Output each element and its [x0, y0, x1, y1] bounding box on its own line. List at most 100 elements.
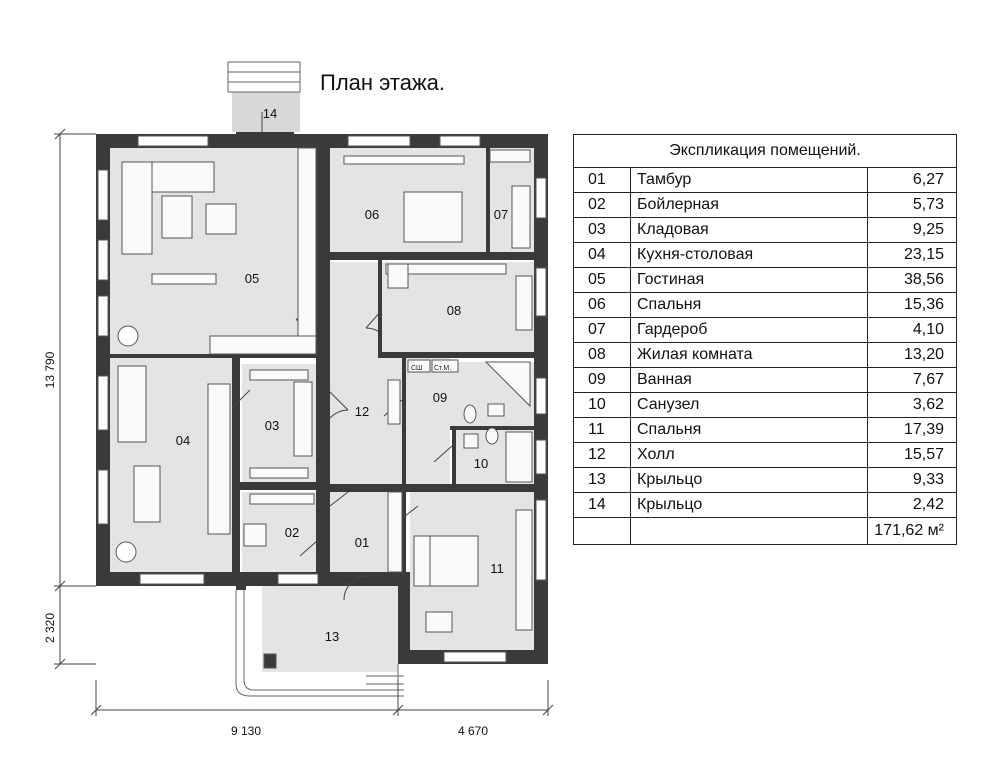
room-area: 3,62: [867, 392, 957, 418]
interior-walls: [110, 132, 534, 578]
room-area: 9,33: [867, 467, 957, 493]
armchair: [205, 203, 237, 235]
toilet: [463, 404, 477, 424]
dim-width-left: 9 130: [231, 724, 261, 738]
room-number: 06: [573, 292, 631, 318]
windows: [97, 135, 547, 663]
floor-plan: 13 790 2 320 9 130 4 670 01 02 03 04 05 …: [43, 61, 554, 738]
dim-width-right: 4 670: [458, 724, 488, 738]
wardrobe-2: [515, 275, 533, 331]
room-number: 04: [573, 242, 631, 268]
boiler: [243, 523, 267, 547]
room-label-05: 05: [245, 271, 259, 286]
explication-header: Экспликация помещений.: [573, 134, 957, 168]
total-name-cell: [630, 517, 868, 545]
room-area: 4,10: [867, 317, 957, 343]
room-number: 14: [573, 492, 631, 518]
desk: [343, 155, 465, 165]
shelf-3: [387, 379, 401, 425]
sofa-corner: [121, 161, 153, 255]
room-name: Бойлерная: [630, 192, 868, 218]
room-area: 2,42: [867, 492, 957, 518]
shelf: [249, 369, 309, 381]
explication-total-row: 171,62 м²: [573, 517, 957, 545]
room-name: Спальня: [630, 292, 868, 318]
closet: [511, 185, 531, 249]
toilet-2: [485, 427, 499, 445]
bed-2: [387, 263, 409, 289]
room-label-14: 14: [263, 106, 277, 121]
room-label-11: 11: [490, 561, 504, 576]
shower-box: [407, 359, 431, 373]
room-label-12: 12: [355, 404, 369, 419]
room-name: Холл: [630, 442, 868, 468]
fixture-label-sh: СШ: [411, 365, 422, 372]
porch-14-steps: [227, 61, 301, 93]
room-name: Гостиная: [630, 267, 868, 293]
tv-stand: [151, 273, 217, 285]
room-area: 13,20: [867, 342, 957, 368]
room-number: 03: [573, 217, 631, 243]
room-number: 02: [573, 192, 631, 218]
boiler-shelf: [249, 493, 315, 505]
room-label-03: 03: [265, 418, 279, 433]
room-label-07: 07: [494, 207, 508, 222]
kitchen-sofa: [117, 365, 147, 443]
total-num-cell: [573, 517, 631, 545]
room-area: 17,39: [867, 417, 957, 443]
room-number: 13: [573, 467, 631, 493]
porch-post: [263, 653, 277, 669]
explication-header-row: Экспликация помещений.: [573, 134, 957, 168]
porch-13-steps: [243, 590, 404, 691]
sink-2: [463, 433, 479, 449]
dimension-lines: [54, 128, 554, 716]
wardrobe-4: [515, 509, 533, 631]
coffee-table: [161, 195, 193, 239]
room-label-09: 09: [433, 390, 447, 405]
room-area: 7,67: [867, 367, 957, 393]
bed: [403, 191, 463, 243]
room-name: Тамбур: [630, 167, 868, 193]
room-name: Крыльцо: [630, 492, 868, 518]
room-name: Санузел: [630, 392, 868, 418]
room-name: Жилая комната: [630, 342, 868, 368]
room-name: Гардероб: [630, 317, 868, 343]
fixture-label-stm: Ст.М.: [434, 365, 451, 372]
plant-icon-2: [115, 541, 137, 563]
room-labels: 01 02 03 04 05 06 07 08 09 10 11 12 13 1…: [176, 106, 508, 644]
washing-machine: [431, 359, 459, 373]
headboard: [413, 535, 431, 587]
room-number: 09: [573, 367, 631, 393]
room-number: 01: [573, 167, 631, 193]
wardrobe-3: [387, 491, 403, 573]
room-number: 12: [573, 442, 631, 468]
furniture: [115, 147, 533, 669]
kitchen-counter: [207, 383, 231, 535]
room-number: 11: [573, 417, 631, 443]
desk-2: [385, 263, 507, 275]
sink: [487, 403, 505, 417]
room-name: Кладовая: [630, 217, 868, 243]
room-label-02: 02: [285, 525, 299, 540]
room-label-06: 06: [365, 207, 379, 222]
room-number: 10: [573, 392, 631, 418]
room-area: 5,73: [867, 192, 957, 218]
room-name: Крыльцо: [630, 467, 868, 493]
room-label-10: 10: [474, 456, 488, 471]
room-name: Кухня-столовая: [630, 242, 868, 268]
dim-height-total: 13 790: [43, 351, 57, 388]
room-label-01: 01: [355, 535, 369, 550]
